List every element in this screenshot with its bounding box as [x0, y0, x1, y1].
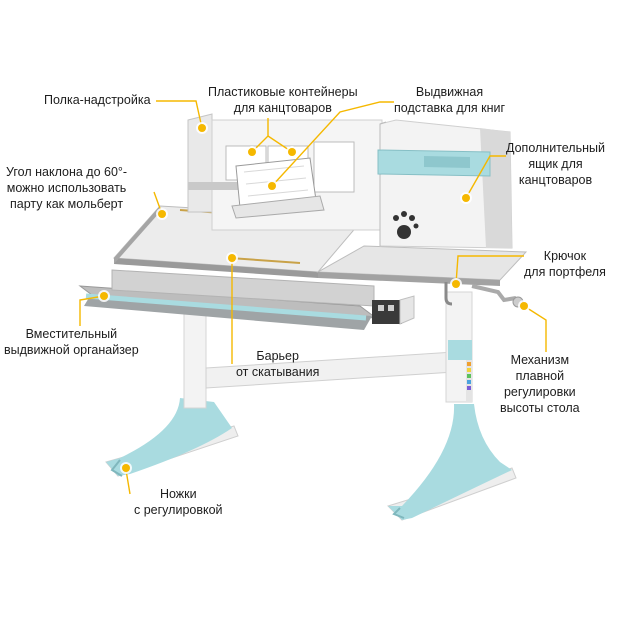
label-barrier: Барьер от скатывания — [236, 349, 320, 379]
callout-dot-tilt — [158, 210, 166, 218]
callout-dot-organizer — [100, 292, 108, 300]
callout-line-legs — [125, 469, 131, 495]
callout-dot-mechanism — [520, 302, 528, 310]
callout-dot-drawer — [462, 194, 470, 202]
callout-dot-containers2 — [288, 148, 296, 156]
label-drawer: Дополнительный ящик для канцтоваров — [506, 141, 605, 187]
callout-dot-bookstand — [268, 182, 276, 190]
desk — [78, 113, 528, 521]
label-containers: Пластиковые контейнеры для канцтоваров — [208, 85, 358, 115]
callout-line-bookstand — [271, 101, 394, 187]
label-hook: Крючок для портфеля — [524, 249, 606, 279]
callout-line-drawer — [465, 155, 506, 199]
callout-line-organizer — [79, 295, 105, 326]
callout-dot-barrier — [228, 254, 236, 262]
callout-line-shelf — [156, 100, 203, 129]
hook — [444, 282, 453, 306]
shelf-board — [188, 182, 248, 190]
label-bookstand: Выдвижная подставка для книг — [394, 85, 506, 115]
callout-line-hook — [455, 255, 524, 285]
callout-dot-legs — [122, 464, 130, 472]
callout-dot-containers — [248, 148, 256, 156]
callout-dot-shelf — [198, 124, 206, 132]
label-legs: Ножки с регулировкой — [134, 487, 223, 517]
callout-dot-hook — [452, 280, 460, 288]
label-mechanism: Механизм плавной регулировки высоты стол… — [500, 353, 580, 415]
label-organizer: Вместительный выдвижной органайзер — [4, 327, 139, 357]
callout-line-mechanism — [523, 305, 547, 352]
left-column — [183, 307, 207, 409]
crank-handle — [471, 284, 517, 303]
label-tilt: Угол наклона до 60°- можно использовать … — [6, 165, 128, 211]
label-shelf: Полка-надстройка — [44, 93, 151, 107]
right-leg-blue — [448, 340, 472, 360]
left-leg-blue — [106, 398, 232, 476]
callout-markers — [98, 122, 530, 474]
